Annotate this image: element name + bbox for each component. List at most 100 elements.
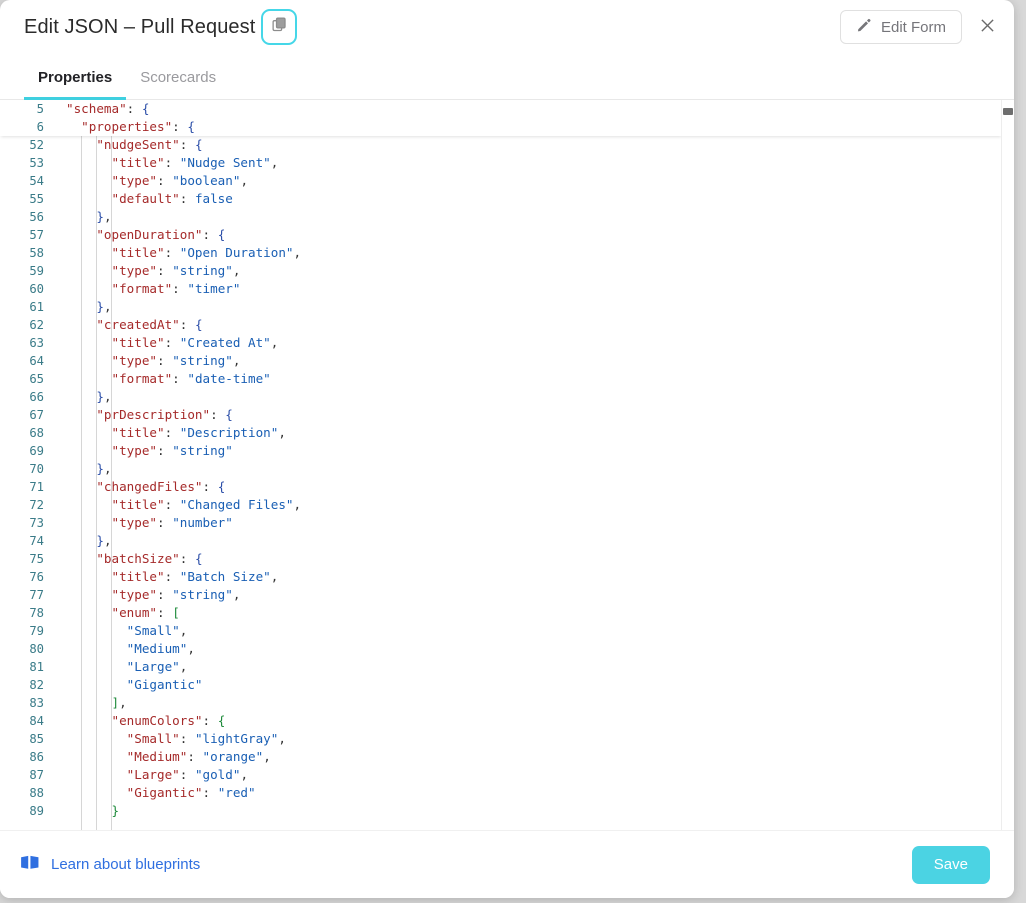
scrollbar-thumb[interactable] bbox=[1003, 108, 1013, 115]
line-content: }, bbox=[96, 389, 112, 404]
line-number: 72 bbox=[29, 498, 44, 512]
code-line: 75 "batchSize": { bbox=[0, 550, 1002, 568]
line-content: "Gigantic": "red" bbox=[126, 785, 256, 800]
dialog-header: Edit JSON – Pull Request Edit Form bbox=[0, 0, 1014, 54]
line-number: 65 bbox=[29, 372, 44, 386]
line-content: } bbox=[111, 803, 120, 818]
code-line: 59 "type": "string", bbox=[0, 262, 1002, 280]
page-title: Edit JSON – Pull Request bbox=[24, 15, 256, 38]
line-number: 76 bbox=[29, 570, 44, 584]
code-line: 89 } bbox=[0, 802, 1002, 820]
line-number: 68 bbox=[29, 426, 44, 440]
line-number: 59 bbox=[29, 264, 44, 278]
edit-form-label: Edit Form bbox=[880, 18, 946, 36]
line-number: 84 bbox=[29, 714, 44, 728]
line-number: 62 bbox=[29, 318, 44, 332]
line-content: "Small": "lightGray", bbox=[126, 731, 286, 746]
code-line: 88 "Gigantic": "red" bbox=[0, 784, 1002, 802]
line-content: "Gigantic" bbox=[126, 677, 203, 692]
code-line: 57 "openDuration": { bbox=[0, 226, 1002, 244]
line-number: 66 bbox=[29, 390, 44, 404]
line-number: 71 bbox=[29, 480, 44, 494]
code-line: 69 "type": "string" bbox=[0, 442, 1002, 460]
line-number: 56 bbox=[29, 210, 44, 224]
line-content: "type": "string", bbox=[111, 587, 241, 602]
edit-form-button[interactable]: Edit Form bbox=[839, 10, 962, 44]
line-number: 80 bbox=[29, 642, 44, 656]
code-line: 6 "properties": { bbox=[0, 118, 1002, 136]
line-content: "type": "boolean", bbox=[111, 173, 249, 188]
code-line: 55 "default": false bbox=[0, 190, 1002, 208]
line-content: "nudgeSent": { bbox=[96, 137, 203, 152]
code-line: 52 "nudgeSent": { bbox=[0, 136, 1002, 154]
line-content: "title": "Created At", bbox=[111, 335, 279, 350]
line-number: 63 bbox=[29, 336, 44, 350]
learn-about-blueprints-link[interactable]: Learn about blueprints bbox=[20, 855, 200, 875]
line-number: 64 bbox=[29, 354, 44, 368]
line-number: 53 bbox=[29, 156, 44, 170]
line-number: 83 bbox=[29, 696, 44, 710]
tab-properties[interactable]: Properties bbox=[24, 69, 127, 100]
code-line: 70 }, bbox=[0, 460, 1002, 478]
code-line: 53 "title": "Nudge Sent", bbox=[0, 154, 1002, 172]
code-lines[interactable]: 52 "nudgeSent": {53 "title": "Nudge Sent… bbox=[0, 136, 1002, 830]
line-content: "type": "string", bbox=[111, 353, 241, 368]
code-line: 73 "type": "number" bbox=[0, 514, 1002, 532]
line-content: "changedFiles": { bbox=[96, 479, 226, 494]
line-content: "Medium": "orange", bbox=[126, 749, 271, 764]
json-editor[interactable]: 5"schema": {6 "properties": { 52 "nudgeS… bbox=[0, 100, 1014, 830]
line-number: 88 bbox=[29, 786, 44, 800]
code-line: 56 }, bbox=[0, 208, 1002, 226]
close-icon bbox=[980, 16, 995, 39]
line-content: "enumColors": { bbox=[111, 713, 226, 728]
line-number: 67 bbox=[29, 408, 44, 422]
line-content: "enum": [ bbox=[111, 605, 180, 620]
code-line: 87 "Large": "gold", bbox=[0, 766, 1002, 784]
code-line: 60 "format": "timer" bbox=[0, 280, 1002, 298]
line-number: 75 bbox=[29, 552, 44, 566]
line-number: 6 bbox=[36, 120, 44, 134]
code-line: 71 "changedFiles": { bbox=[0, 478, 1002, 496]
code-line: 81 "Large", bbox=[0, 658, 1002, 676]
line-number: 77 bbox=[29, 588, 44, 602]
code-area[interactable]: 5"schema": {6 "properties": { 52 "nudgeS… bbox=[0, 100, 1014, 830]
line-number: 73 bbox=[29, 516, 44, 530]
line-content: "format": "date-time" bbox=[111, 371, 271, 386]
sticky-scroll-header: 5"schema": {6 "properties": { bbox=[0, 100, 1002, 136]
line-content: "createdAt": { bbox=[96, 317, 203, 332]
line-number: 70 bbox=[29, 462, 44, 476]
line-number: 86 bbox=[29, 750, 44, 764]
line-content: "type": "string" bbox=[111, 443, 233, 458]
learn-link-label: Learn about blueprints bbox=[51, 856, 201, 873]
line-content: "title": "Open Duration", bbox=[111, 245, 302, 260]
code-line: 58 "title": "Open Duration", bbox=[0, 244, 1002, 262]
code-line: 62 "createdAt": { bbox=[0, 316, 1002, 334]
line-content: "batchSize": { bbox=[96, 551, 203, 566]
code-line: 61 }, bbox=[0, 298, 1002, 316]
line-content: "type": "number" bbox=[111, 515, 233, 530]
editor-scrollbar[interactable] bbox=[1001, 100, 1014, 830]
tab-bar: Properties Scorecards bbox=[0, 54, 1014, 100]
line-number: 58 bbox=[29, 246, 44, 260]
code-line: 86 "Medium": "orange", bbox=[0, 748, 1002, 766]
code-line: 84 "enumColors": { bbox=[0, 712, 1002, 730]
code-line: 77 "type": "string", bbox=[0, 586, 1002, 604]
code-line: 5"schema": { bbox=[0, 100, 1002, 118]
line-content: "default": false bbox=[111, 191, 233, 206]
line-content: "title": "Nudge Sent", bbox=[111, 155, 279, 170]
tab-scorecards[interactable]: Scorecards bbox=[140, 69, 217, 86]
line-number: 81 bbox=[29, 660, 44, 674]
code-line: 80 "Medium", bbox=[0, 640, 1002, 658]
code-line: 63 "title": "Created At", bbox=[0, 334, 1002, 352]
line-content: "format": "timer" bbox=[111, 281, 241, 296]
save-button[interactable]: Save bbox=[911, 845, 990, 884]
code-line: 82 "Gigantic" bbox=[0, 676, 1002, 694]
copy-button[interactable] bbox=[261, 9, 298, 45]
close-button[interactable] bbox=[970, 10, 1004, 44]
line-content: "prDescription": { bbox=[96, 407, 233, 422]
line-content: "title": "Batch Size", bbox=[111, 569, 279, 584]
line-content: "openDuration": { bbox=[96, 227, 226, 242]
line-number: 54 bbox=[29, 174, 44, 188]
line-number: 57 bbox=[29, 228, 44, 242]
